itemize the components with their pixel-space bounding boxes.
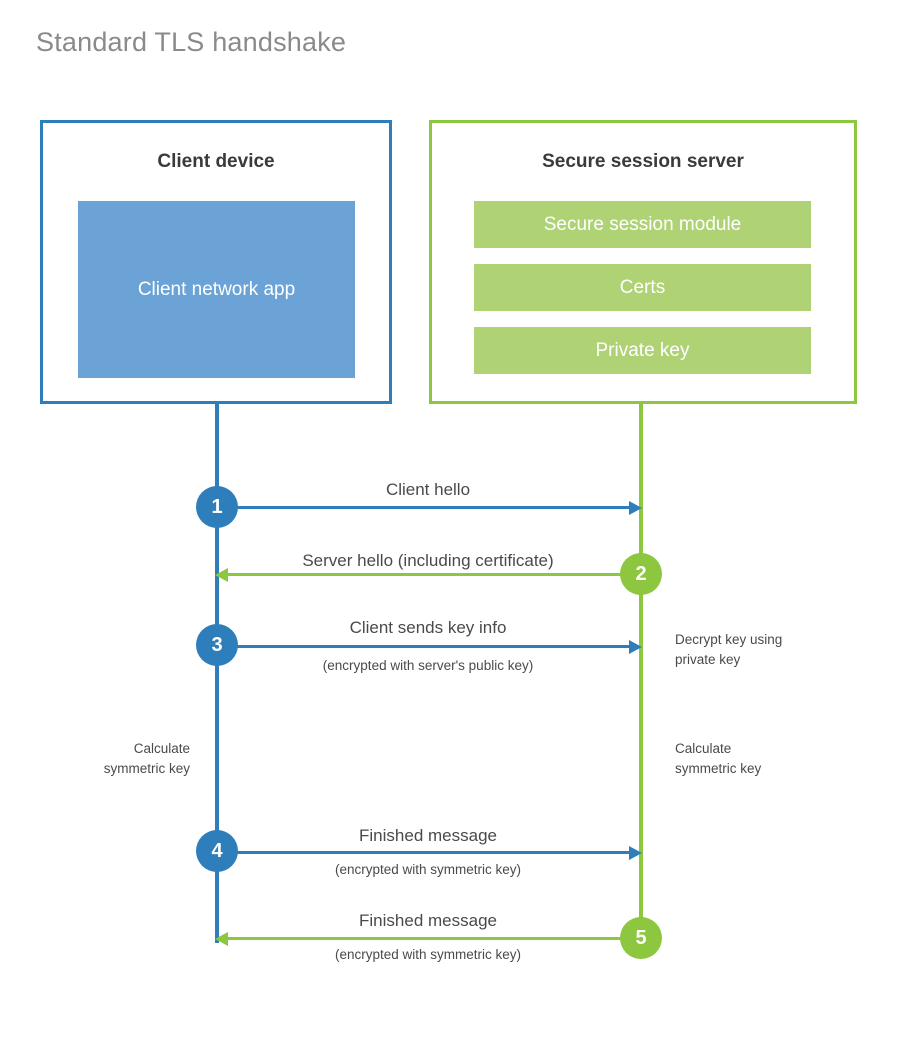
step-3-sublabel: (encrypted with server's public key) — [322, 658, 534, 673]
secure-session-server-title: Secure session server — [542, 151, 744, 172]
step-4-arrow-head-icon — [629, 845, 642, 860]
step-1-arrow-line — [217, 506, 633, 509]
step-3-arrow-line — [217, 645, 633, 648]
step-5-sublabel: (encrypted with symmetric key) — [334, 947, 522, 962]
client-network-app-block: Client network app — [78, 201, 355, 378]
server-component-private-key: Private key — [474, 327, 811, 374]
server-lifeline — [639, 403, 643, 940]
client-device-box: Client device Client network app — [40, 120, 392, 404]
step-2-label: Server hello (including certificate) — [302, 551, 554, 570]
step-4-arrow-line — [217, 851, 633, 854]
step-5-label: Finished message — [359, 911, 497, 930]
step-2-arrow-head-icon — [215, 567, 228, 582]
step-1-marker[interactable]: 1 — [196, 486, 238, 528]
annotation-server-calculate-symmetric-key: Calculate symmetric key — [675, 741, 762, 776]
step-5-arrow-head-icon — [215, 931, 228, 946]
annotation-client-calculate-symmetric-key: Calculate symmetric key — [103, 741, 190, 776]
server-component-certs: Certs — [474, 264, 811, 311]
step-1-label: Client hello — [385, 480, 471, 499]
secure-session-server-box: Secure session server Secure session mod… — [429, 120, 857, 404]
page-title: Standard TLS handshake — [36, 27, 347, 57]
annotation-server-decrypt: Decrypt key using private key — [675, 632, 783, 667]
step-3-label: Client sends key info — [349, 618, 507, 637]
step-4-label: Finished message — [359, 826, 497, 845]
client-lifeline — [215, 403, 219, 943]
step-1-arrow-head-icon — [629, 500, 642, 515]
step-2-arrow-line — [228, 573, 641, 576]
step-4-sublabel: (encrypted with symmetric key) — [334, 862, 522, 877]
step-3-marker[interactable]: 3 — [196, 624, 238, 666]
server-component-secure-session-module: Secure session module — [474, 201, 811, 248]
step-3-arrow-head-icon — [629, 639, 642, 654]
step-4-marker[interactable]: 4 — [196, 830, 238, 872]
step-5-marker[interactable]: 5 — [620, 917, 662, 959]
client-device-title: Client device — [157, 151, 275, 172]
step-2-marker[interactable]: 2 — [620, 553, 662, 595]
step-5-arrow-line — [228, 937, 641, 940]
